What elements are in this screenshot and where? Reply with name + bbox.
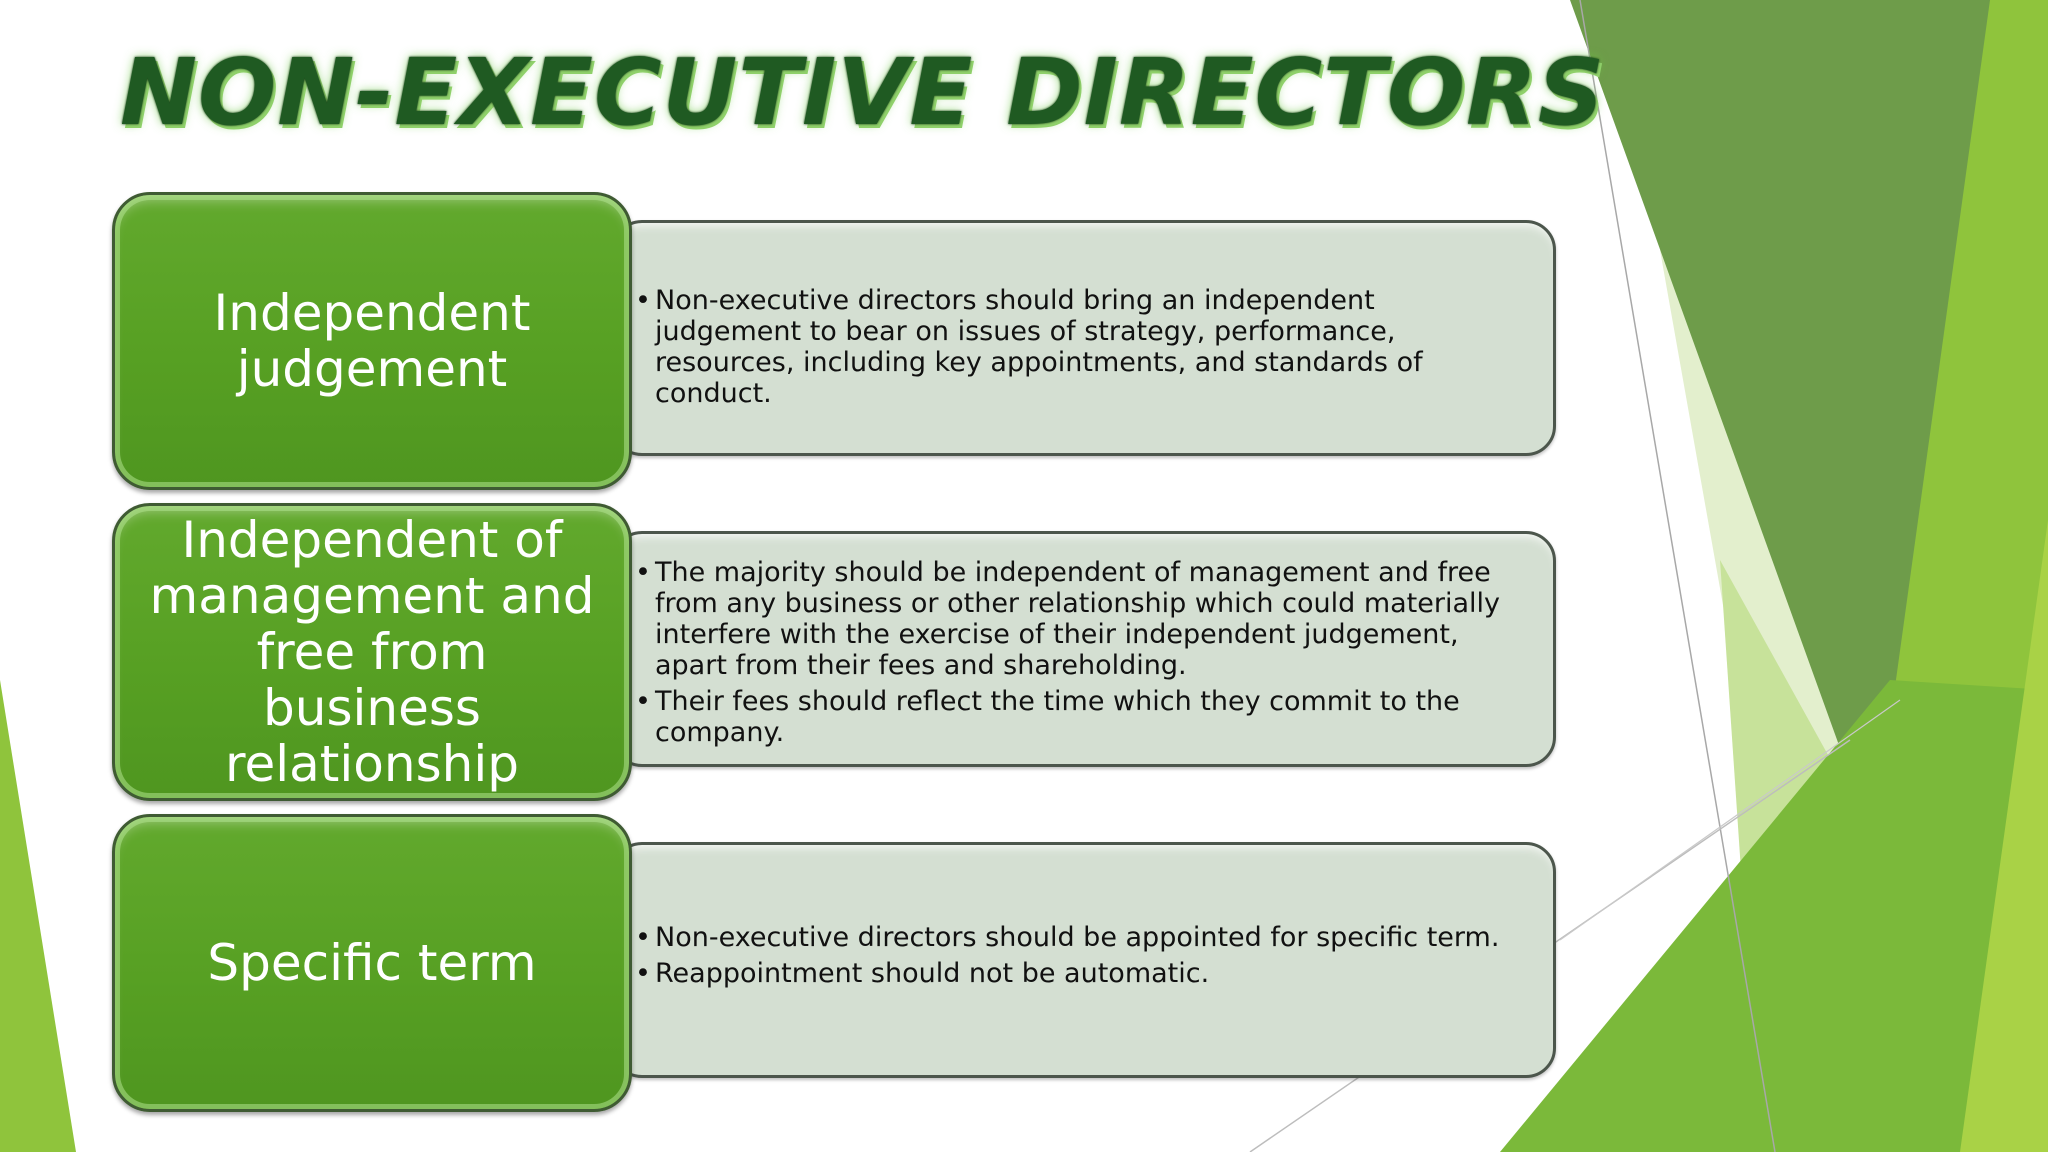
bullet-item: •The majority should be independent of m… — [635, 557, 1527, 681]
bullet-text: Their fees should reflect the time which… — [655, 686, 1460, 748]
bullet-glyph: • — [635, 557, 651, 588]
label-box: Independent of management and free from … — [112, 503, 632, 801]
bullet-glyph: • — [635, 921, 651, 953]
detail-box: •Non-executive directors should be appoi… — [612, 842, 1556, 1078]
deco-thin-line-3 — [1559, 699, 1901, 941]
deco-right-dark-triangle — [1570, 0, 2000, 845]
detail-box: •Non-executive directors should bring an… — [612, 220, 1556, 456]
label-text: Specific term — [207, 934, 537, 992]
deco-thin-line-1 — [1579, 0, 1776, 1152]
row-independent-of-management: •The majority should be independent of m… — [112, 503, 1560, 801]
row-specific-term: •Non-executive directors should be appoi… — [112, 814, 1560, 1112]
detail-box: •The majority should be independent of m… — [612, 531, 1556, 767]
bullet-glyph: • — [635, 957, 651, 989]
deco-bottom-right-triangle — [1500, 680, 2048, 1152]
label-box: Independent judgement — [112, 192, 632, 490]
bullet-item: •Non-executive directors should be appoi… — [635, 922, 1499, 953]
bullet-item: •Reappointment should not be automatic. — [635, 958, 1499, 989]
bullet-list: •Non-executive directors should bring an… — [615, 285, 1553, 409]
bullet-glyph: • — [635, 686, 651, 717]
bullet-item: •Non-executive directors should bring an… — [635, 285, 1527, 409]
bullet-item: •Their fees should reflect the time whic… — [635, 686, 1527, 748]
deco-left-green-sliver — [0, 680, 76, 1152]
bullet-list: •The majority should be independent of m… — [615, 557, 1553, 748]
slide-title: NON-EXECUTIVE DIRECTORS — [120, 39, 1606, 146]
row-independent-judgement: •Non-executive directors should bring an… — [112, 192, 1560, 490]
bullet-glyph: • — [635, 285, 651, 316]
label-box: Specific term — [112, 814, 632, 1112]
deco-far-right-light — [1960, 520, 2048, 1152]
label-text: Independent of management and free from … — [149, 511, 595, 793]
bullet-text: Non-executive directors should bring an … — [655, 285, 1423, 409]
bullet-text: Reappointment should not be automatic. — [655, 957, 1210, 989]
bullet-text: The majority should be independent of ma… — [655, 557, 1501, 681]
bullet-list: •Non-executive directors should be appoi… — [615, 922, 1525, 989]
bullet-text: Non-executive directors should be appoin… — [655, 921, 1500, 953]
label-text: Independent judgement — [213, 284, 531, 398]
